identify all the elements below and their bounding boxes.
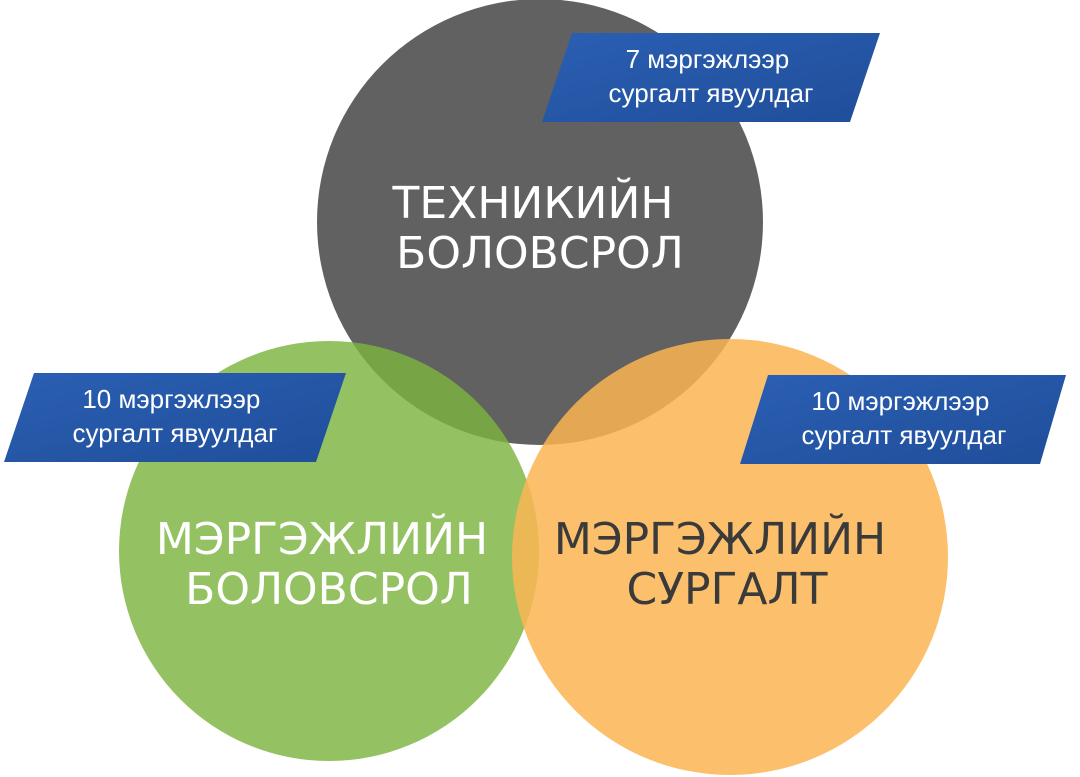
tag-vocational-education-shape [4,373,346,462]
tag-technical-shape [542,33,880,122]
tag-vocational-education-line1: 10 мэргэжлээр [82,384,260,414]
vocational-education-label: МЭРГЭЖЛИЙН БОЛОВСРОЛ [156,512,502,615]
tag-vocational-education: 10 мэргэжлээр сургалт явуулдаг [4,373,346,462]
tag-vocational-training: 10 мэргэжлээр сургалт явуулдаг [740,375,1066,464]
technical-education-label: ТЕХНИКИЙН БОЛОВСРОЛ [392,176,688,279]
vocational-training-label-line2: СУРГАЛТ [627,564,828,615]
svg-text:7 мэргэжлээр сургалт яву: 7 мэргэжлээр сургалт явуулдаг [609,44,814,108]
tag-vocational-training-line2: сургалт явуулдаг [802,420,1007,450]
tag-technical-line1: 7 мэргэжлээр [626,44,790,74]
tag-vocational-training-line1: 10 мэргэжлээр [811,386,989,416]
vocational-education-label-line1: МЭРГЭЖЛИЙН [156,512,488,565]
svg-text:10 мэргэжлээр сургалт яв: 10 мэргэжлээр сургалт явуулдаг [73,384,278,448]
technical-label-line2: БОЛОВСРОЛ [396,228,684,279]
vocational-education-label-line2: БОЛОВСРОЛ [185,564,473,615]
technical-label-line1: ТЕХНИКИЙН [392,176,674,229]
svg-text:МЭРГЭЖЛИЙН БОЛОВСРОЛ: МЭРГЭЖЛИЙН БОЛОВСРОЛ [156,512,502,615]
svg-text:МЭРГЭЖЛИЙН СУРГАЛТ: МЭРГЭЖЛИЙН СУРГАЛТ [554,512,900,615]
tag-vocational-training-shape [740,375,1066,464]
vocational-training-label: МЭРГЭЖЛИЙН СУРГАЛТ [554,512,900,615]
tag-technical: 7 мэргэжлээр сургалт явуулдаг [542,33,880,122]
svg-text:10 мэргэжлээр сургалт яв: 10 мэргэжлээр сургалт явуулдаг [802,386,1007,450]
vocational-training-label-line1: МЭРГЭЖЛИЙН [554,512,886,565]
tag-technical-line2: сургалт явуулдаг [609,78,814,108]
svg-text:ТЕХНИКИЙН БОЛОВСРОЛ: ТЕХНИКИЙН БОЛОВСРОЛ [392,176,688,279]
tag-vocational-education-line2: сургалт явуулдаг [73,418,278,448]
